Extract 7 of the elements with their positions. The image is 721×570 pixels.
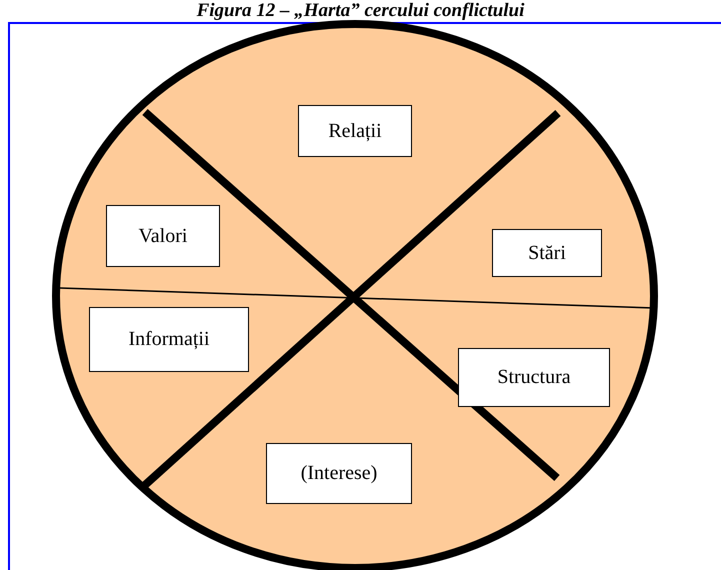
figure-title: Figura 12 – „Harta” cercului conflictului [196, 0, 526, 22]
label-box: Valori [106, 205, 220, 267]
label-box: (Interese) [266, 443, 412, 504]
label-box: Structura [458, 348, 610, 407]
label-box: Stări [492, 229, 602, 277]
label-box: Relații [298, 105, 412, 157]
label-box: Informații [89, 307, 249, 372]
